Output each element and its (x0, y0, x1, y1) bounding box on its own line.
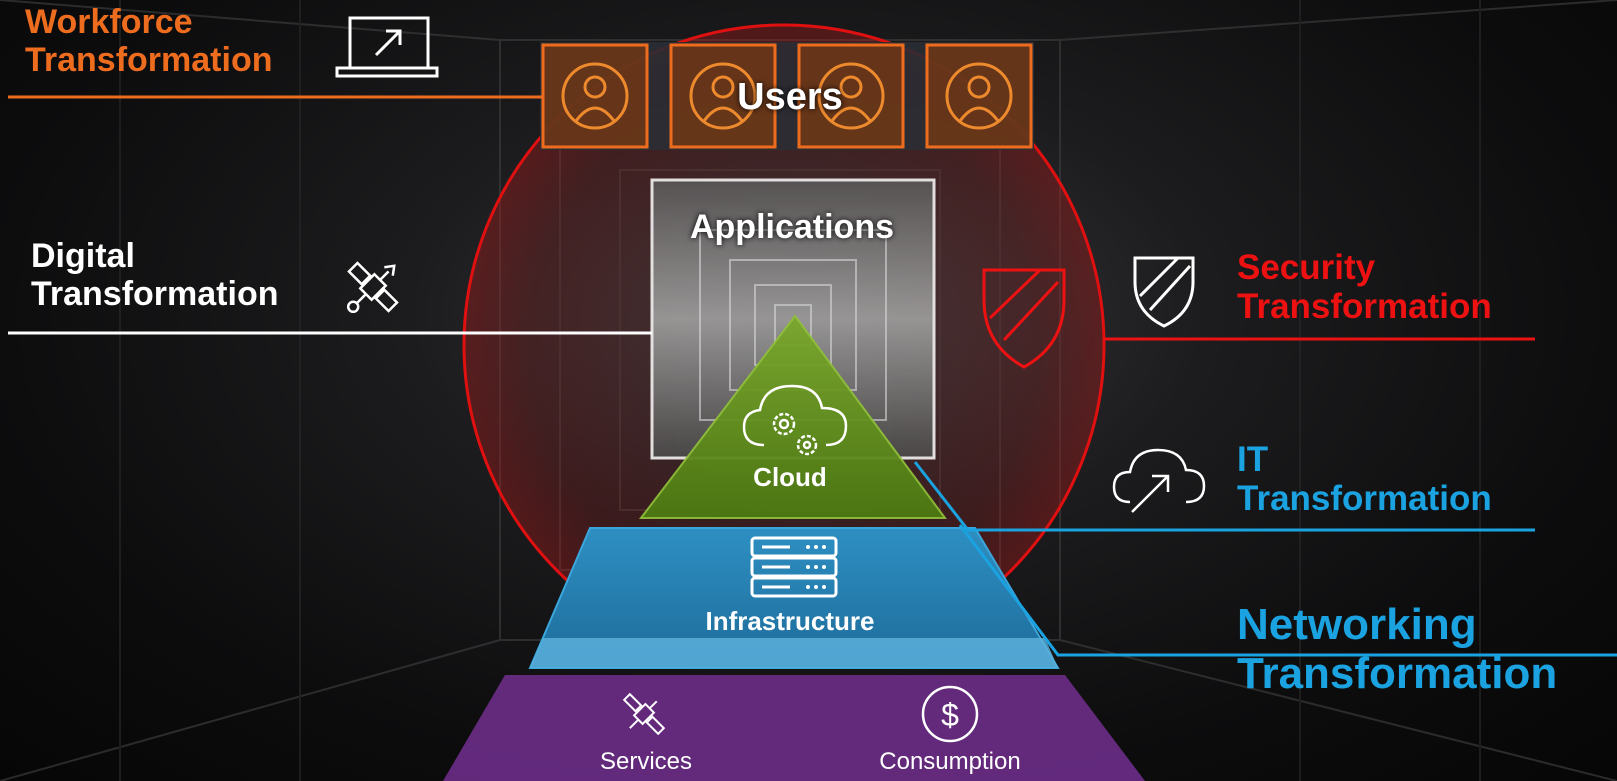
networking-line (958, 524, 1617, 657)
security-line-2: Transformation (1237, 287, 1492, 327)
shield-icon (982, 268, 1066, 369)
infrastructure-layer (528, 527, 1060, 669)
dollar-glyph: $ (941, 697, 959, 733)
networking-transformation-label: Networking Transformation (1237, 600, 1557, 699)
services-band (443, 675, 1145, 781)
cloud-layer (638, 314, 947, 519)
it-transformation-label: IT Transformation (1237, 440, 1492, 518)
cloud-arrow-icon (1112, 448, 1206, 513)
consumption-label: Consumption (879, 748, 1021, 775)
satellite-icon (346, 261, 399, 314)
it-line-1: IT (1237, 440, 1269, 479)
security-line-1: Security (1237, 248, 1376, 287)
workforce-line-2: Transformation (25, 41, 273, 80)
users-label: Users (737, 76, 843, 118)
connector-lines (8, 95, 1617, 657)
it-line-2: Transformation (1237, 479, 1492, 519)
user-icon (797, 43, 905, 149)
user-icon (669, 43, 777, 149)
networking-line-2: Transformation (1237, 649, 1558, 699)
workforce-line-1: Workforce (25, 3, 193, 41)
security-transformation-label: Security Transformation (1237, 248, 1492, 326)
digital-line-2: Transformation (31, 275, 279, 314)
cloud-gears-icon (742, 384, 848, 456)
digital-line-1: Digital (31, 237, 135, 275)
it-line (913, 461, 1535, 532)
satellite-icon (622, 692, 666, 736)
dollar-icon (921, 685, 979, 743)
networking-line-1: Networking (1237, 600, 1477, 649)
user-icon (925, 43, 1033, 149)
server-stack-icon (750, 536, 838, 598)
services-label: Services (599, 748, 693, 775)
infrastructure-label: Infrastructure (705, 606, 875, 636)
user-tiles (541, 43, 1033, 149)
laptop-arrow-icon (335, 16, 439, 78)
workforce-transformation-label: Workforce Transformation (25, 3, 272, 79)
cloud-label: Cloud (753, 462, 827, 492)
shield-icon (1133, 256, 1195, 328)
digital-transformation-label: Digital Transformation (31, 237, 278, 313)
user-icon (541, 43, 649, 149)
applications-label: Applications (689, 208, 895, 246)
